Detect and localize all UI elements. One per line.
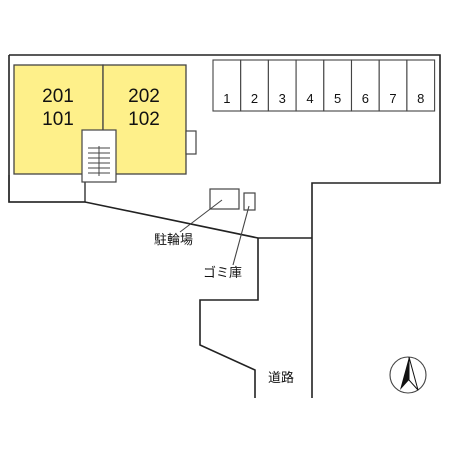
parking-space-7 <box>378 59 408 112</box>
parking-space-number: 5 <box>334 91 341 106</box>
road-label: 道路 <box>268 370 294 386</box>
parking-space-8 <box>406 59 436 112</box>
north-arrow-icon <box>389 356 427 394</box>
parking-space-4 <box>295 59 325 112</box>
parking-space-number: 6 <box>362 91 369 106</box>
lot-boundary <box>9 54 441 398</box>
parking-space-2 <box>240 59 269 112</box>
parking-space-number: 3 <box>279 91 286 106</box>
neighbour-boundary <box>199 238 259 398</box>
parking-area: 1 2 3 4 5 6 7 8 <box>212 59 436 112</box>
unit-101: 101 <box>42 109 74 130</box>
unit-202: 202 <box>128 86 160 107</box>
parking-space-number: 8 <box>417 91 424 106</box>
bicycle-parking-label: 駐輪場 <box>154 232 193 248</box>
parking-space-number: 1 <box>223 91 230 106</box>
bicycle-parking-leader <box>179 199 223 233</box>
outdoor-unit-box <box>185 130 197 155</box>
parking-space-number: 2 <box>251 91 258 106</box>
garbage-store-leader <box>232 205 250 266</box>
garbage-store-label: ゴミ庫 <box>203 265 242 281</box>
stair-steps <box>88 146 110 176</box>
unit-201: 201 <box>42 86 74 107</box>
side-strip <box>8 175 86 203</box>
parking-space-number: 7 <box>389 91 396 106</box>
parking-space-6 <box>350 59 380 112</box>
parking-space-1 <box>212 59 242 112</box>
parking-space-3 <box>267 59 297 112</box>
garbage-store-box <box>243 192 256 211</box>
building-right-block <box>102 64 187 175</box>
unit-102: 102 <box>128 109 160 130</box>
parking-space-number: 4 <box>306 91 313 106</box>
